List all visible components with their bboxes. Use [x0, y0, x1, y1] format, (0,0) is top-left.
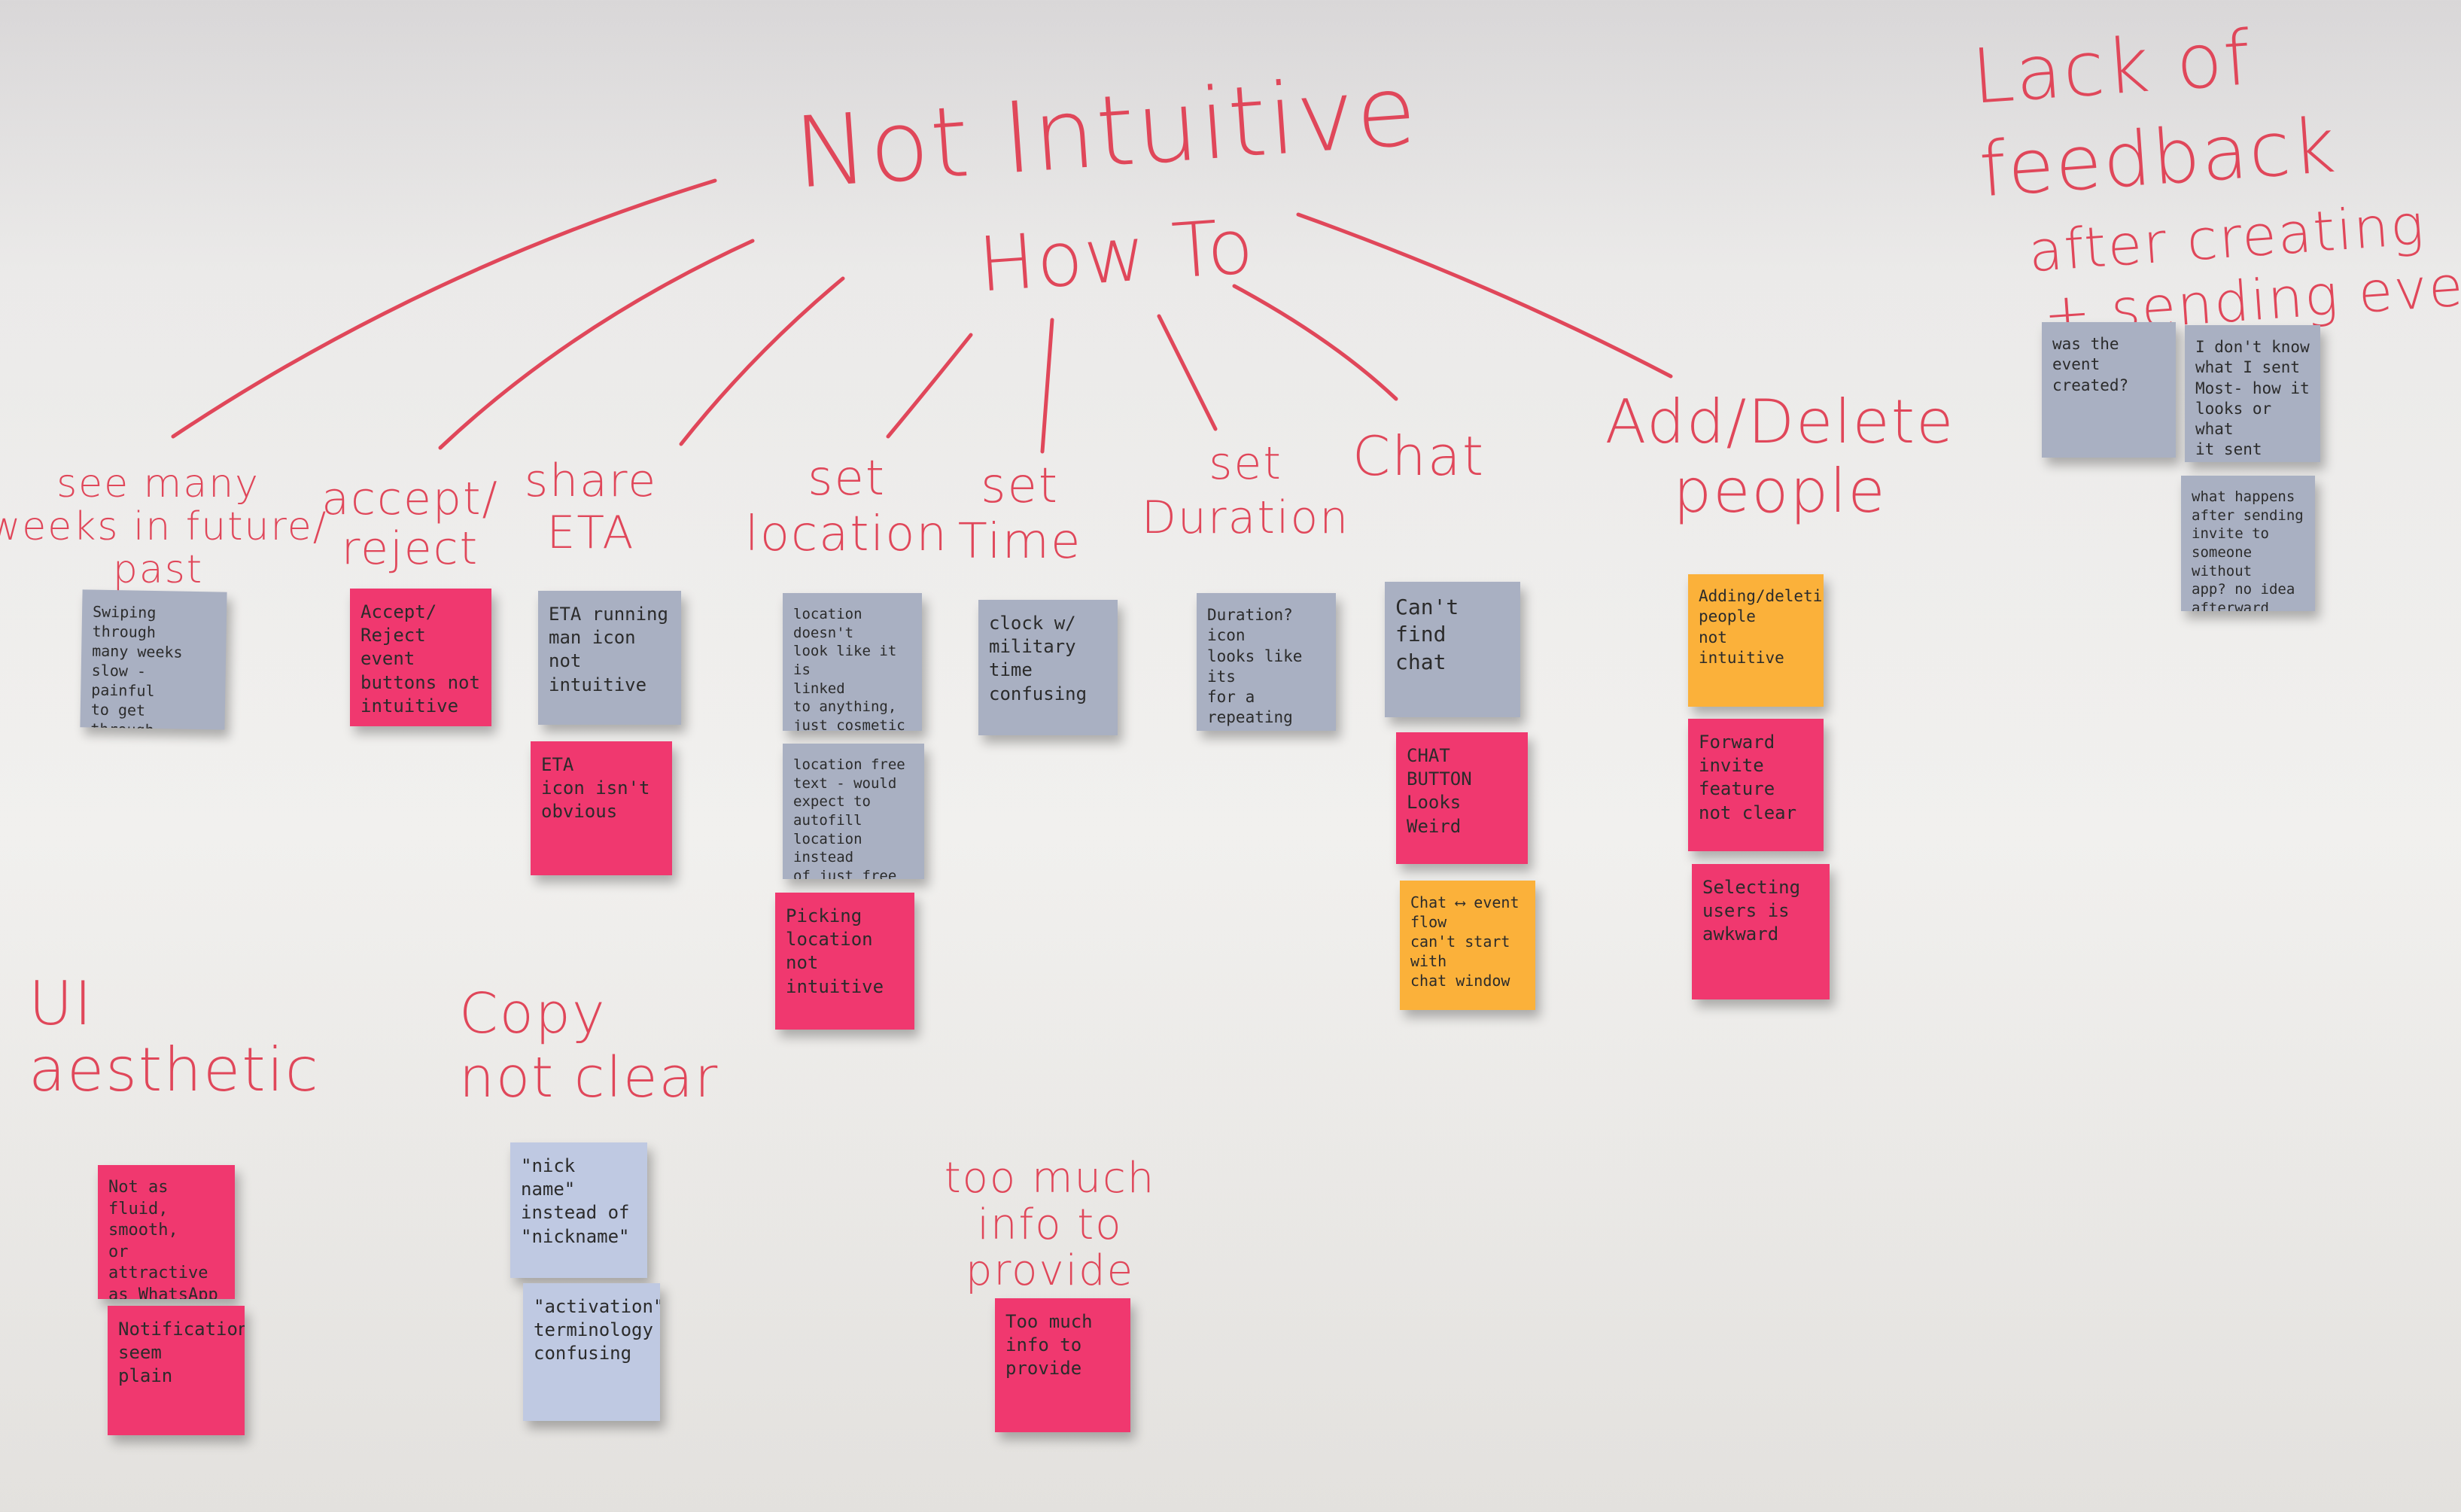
note-activation: "activation" terminology confusing — [523, 1283, 660, 1421]
note-chat-flow: Chat ⟷ event flow can't start with chat … — [1400, 881, 1535, 1010]
note-forward-invite: Forward invite feature not clear — [1688, 719, 1824, 851]
heading-ui-aesthetic: UI aesthetic — [29, 969, 320, 1105]
connector-set-location — [886, 333, 973, 439]
category-set-duration: set Duration — [1141, 437, 1350, 544]
category-see-weeks: see many weeks in future/ past — [0, 461, 328, 593]
note-picking-location: Picking location not intuitive — [775, 893, 914, 1030]
connector-chat — [1232, 284, 1398, 401]
connector-add-delete — [1296, 212, 1673, 379]
note-chat-button: CHAT BUTTON Looks Weird — [1396, 732, 1528, 864]
note-adding-deleting: Adding/deleting people not intuitive — [1688, 574, 1824, 707]
category-chat: Chat — [1352, 424, 1486, 488]
sub-title: How To — [975, 202, 1258, 309]
category-set-location: set location — [745, 451, 948, 562]
note-not-fluid: Not as fluid, smooth, or attractive as W… — [98, 1165, 235, 1299]
note-eta-running: ETA running man icon not intuitive — [538, 591, 681, 725]
note-eta-icon: ETA icon isn't obvious — [531, 741, 672, 875]
note-cant-find-chat: Can't find chat — [1385, 582, 1520, 717]
connector-see-weeks — [171, 178, 717, 439]
category-share-eta: share ETA — [524, 455, 658, 559]
note-location-free: location free text - would expect to aut… — [783, 744, 924, 879]
note-accept-buttons: Accept/ Reject event buttons not intuiti… — [350, 589, 491, 726]
connector-set-duration — [1157, 314, 1218, 431]
note-too-much: Too much info to provide — [995, 1298, 1130, 1432]
heading-too-much-info: too much info to provide — [944, 1154, 1156, 1296]
connector-set-time — [1040, 318, 1054, 454]
category-set-time: set Time — [957, 458, 1082, 570]
note-clock: clock w/ military time confusing — [978, 600, 1118, 735]
note-duration: Duration? icon looks like its for a repe… — [1197, 593, 1336, 731]
note-was-event-created: was the event created? — [2042, 322, 2176, 458]
connector-share-eta — [679, 276, 845, 446]
note-selecting-users: Selecting users is awkward — [1692, 864, 1830, 999]
feedback-heading-line1: Lack of — [1969, 14, 2255, 121]
note-dont-know-sent: I don't know what I sent Most- how it lo… — [2185, 325, 2320, 462]
connector-accept-reject — [438, 239, 755, 450]
category-add-delete: Add/Delete people — [1605, 387, 1955, 526]
note-location-linked: location doesn't look like it is linked … — [783, 593, 922, 731]
heading-copy-not-clear: Copy not clear — [459, 981, 719, 1111]
note-what-happens: what happens after sending invite to som… — [2181, 476, 2315, 611]
note-nick-name: "nick name" instead of "nickname" — [510, 1142, 647, 1278]
note-swiping: Swiping through many weeks slow - painfu… — [80, 589, 227, 730]
category-accept-reject: accept/ reject — [321, 473, 499, 575]
